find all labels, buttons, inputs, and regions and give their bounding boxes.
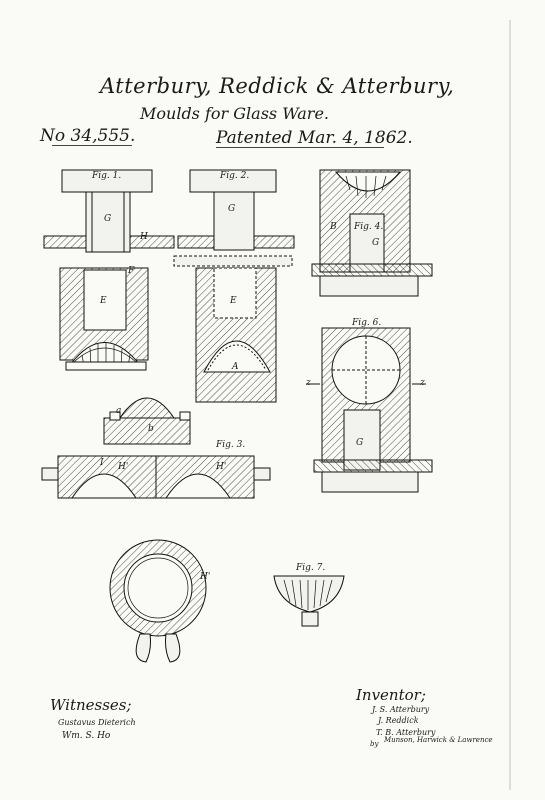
figure-2-plunger bbox=[177, 169, 295, 251]
letter-f-fig1: F bbox=[128, 266, 135, 276]
figure-2-mould bbox=[173, 255, 293, 403]
letter-z-fig6-right: z bbox=[420, 378, 425, 388]
fig-1-label: Fig. 1. bbox=[92, 171, 122, 181]
number-underline bbox=[52, 145, 132, 146]
letter-g-fig2: G bbox=[228, 204, 236, 214]
figure-1-plunger bbox=[43, 169, 175, 253]
witness-signature-2: Wm. S. Ho bbox=[62, 731, 111, 741]
inventor-names-heading: Atterbury, Reddick & Atterbury, bbox=[100, 74, 455, 98]
letter-h-prime-fig3-left: H' bbox=[118, 462, 129, 472]
patent-title: Moulds for Glass Ware. bbox=[140, 104, 330, 123]
letter-g-fig6: G bbox=[356, 438, 364, 448]
letter-a-fig2: A bbox=[232, 362, 239, 372]
witnesses-heading: Witnesses; bbox=[50, 696, 132, 714]
figure-1-mould bbox=[59, 267, 149, 371]
letter-e-fig1: E bbox=[100, 296, 107, 306]
fig-7-label: Fig. 7. bbox=[296, 563, 326, 573]
patent-date: Patented Mar. 4, 1862. bbox=[216, 128, 413, 148]
figure-6 bbox=[306, 327, 433, 493]
fig-2-label: Fig. 2. bbox=[220, 171, 250, 181]
letter-g-fig1: G bbox=[104, 214, 112, 224]
figure-3-top bbox=[103, 397, 191, 445]
letter-h-fig1: H bbox=[140, 232, 148, 242]
inventor-heading: Inventor; bbox=[356, 686, 426, 704]
figure-4 bbox=[311, 169, 433, 297]
letter-z-fig6-left: z bbox=[306, 378, 311, 388]
attorney-signature: Munson, Harwick & Lawrence bbox=[384, 736, 493, 744]
fig-4-label: Fig. 4. bbox=[354, 222, 384, 232]
fig-3-label: Fig. 3. bbox=[216, 440, 246, 450]
letter-h-prime-fig3-right: H' bbox=[216, 462, 227, 472]
fig-6-label: Fig. 6. bbox=[352, 318, 382, 328]
witness-signature-1: Gustavus Dieterich bbox=[58, 718, 136, 727]
letter-h-prime-fig5: H' bbox=[200, 572, 211, 582]
inventor-signature-2: J. Reddick bbox=[378, 716, 419, 725]
date-underline bbox=[216, 147, 384, 148]
inventor-signature-1: J. S. Atterbury bbox=[372, 705, 430, 714]
letter-b-fig3: b bbox=[148, 424, 154, 434]
letter-b-fig4: B bbox=[330, 222, 337, 232]
letter-i-fig3: I bbox=[100, 458, 104, 468]
attorney-by: by bbox=[370, 740, 379, 748]
figure-7 bbox=[273, 575, 345, 627]
letter-a-fig3: a bbox=[116, 406, 122, 416]
figure-5-ring bbox=[109, 539, 207, 663]
letter-g-fig4: G bbox=[372, 238, 380, 248]
inventor-signature-3: T. B. Atterbury bbox=[376, 728, 436, 737]
figure-3-bottom bbox=[41, 455, 271, 499]
patent-number: No 34,555. bbox=[40, 126, 136, 146]
letter-e-fig2: E bbox=[230, 296, 237, 306]
